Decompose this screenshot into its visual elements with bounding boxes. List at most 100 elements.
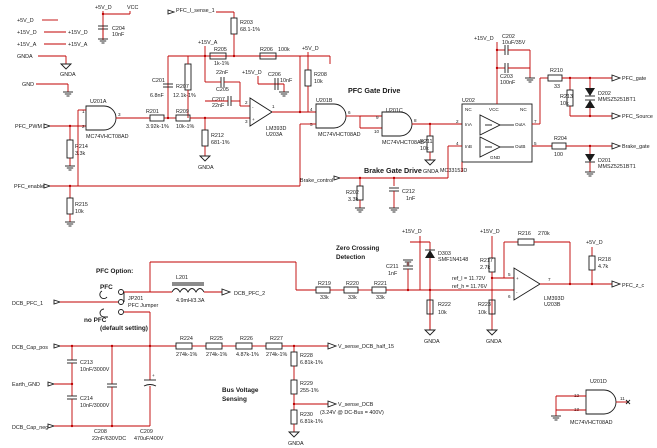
pfc-option-group: PFC Option: PFC no PFC (default setting)… xyxy=(12,261,296,346)
svg-text:+: + xyxy=(152,373,155,378)
label-c205: C205 xyxy=(216,87,229,93)
value-d202: MMSZ5251BT1 xyxy=(598,97,636,103)
net-v-sense-dcb: V_sense_DCB xyxy=(338,402,374,408)
label-r207: R207 xyxy=(176,84,189,90)
label-r211: R211 xyxy=(420,139,433,145)
value-r229: 255-1% xyxy=(300,388,319,394)
svg-text:5: 5 xyxy=(310,122,313,127)
net-15v-d-out: +15V_D xyxy=(68,30,88,36)
label-r208: R208 xyxy=(314,72,327,78)
value-r221: 33k xyxy=(376,295,385,301)
label-c206: C206 xyxy=(268,72,281,78)
value-u201c: MC74VHCT08AD xyxy=(382,140,425,146)
label-r204: R204 xyxy=(554,136,567,142)
svg-text:2: 2 xyxy=(245,100,248,105)
label-d201: D201 xyxy=(598,158,611,164)
svg-text:InA: InA xyxy=(465,122,473,127)
value-r211: 10k xyxy=(420,146,429,152)
value-c207: 22nF xyxy=(212,103,225,109)
label-r217: R217 xyxy=(480,258,493,264)
power-nets-group: +5V_D VCC C204 10nF +5V_D +15V_D +15V_D … xyxy=(17,5,138,97)
net-pfc-enable: PFC_enable xyxy=(14,184,44,190)
net-earth-gnd: Earth_GND xyxy=(12,382,40,388)
svg-text:NC: NC xyxy=(465,107,472,112)
value-u201d: MC74VHCT08AD xyxy=(570,420,613,426)
label-u201b: U201B xyxy=(316,98,333,104)
label-d303: D303 xyxy=(438,251,451,257)
value-c208: 22nF/630VDC xyxy=(92,436,126,442)
label-r214: R214 xyxy=(75,144,88,150)
value-r204: 100 xyxy=(554,152,563,158)
label-c203: C203 xyxy=(500,74,513,80)
net-dcb-pfc-1: DCB_PFC_1 xyxy=(12,301,43,307)
title-pfc-option: PFC Option: xyxy=(96,268,133,275)
value-r209: 10k-1% xyxy=(176,124,194,130)
svg-text:7: 7 xyxy=(548,277,551,282)
zero-crossing-group: Zero Crossing Detection +15V_D D303 SMF1… xyxy=(295,229,644,345)
svg-text:+: + xyxy=(516,276,519,281)
value-l201: 4.9mH/3.3A xyxy=(176,298,205,304)
value-u202: MC33153D xyxy=(440,168,467,174)
net-15v-a-r205: +15V_A xyxy=(198,40,218,46)
net-gnda-r211: GNDA xyxy=(423,169,439,175)
net-v-sense-half: V_sense_DCB_half_15 xyxy=(338,344,394,350)
svg-text:6: 6 xyxy=(508,294,511,299)
title-bus-voltage-1: Bus Voltage xyxy=(222,387,259,394)
svg-text:6: 6 xyxy=(348,110,351,115)
title-brake-gate-drive: Brake Gate Drive xyxy=(364,166,422,175)
title-zero-crossing-1: Zero Crossing xyxy=(336,245,379,252)
value-u203b: LM393D xyxy=(544,296,564,302)
net-15v-a-out: +15V_A xyxy=(68,42,88,48)
value-d303: SMF1N4148 xyxy=(438,257,468,263)
svg-text:9: 9 xyxy=(376,115,379,120)
value-r210: 33 xyxy=(554,84,560,90)
label-c208: C208 xyxy=(94,429,107,435)
value-c211: 1nF xyxy=(388,271,398,277)
label-u203b: U203B xyxy=(544,302,561,308)
value-c202: 10uF/35V xyxy=(502,40,526,46)
title-zero-crossing-2: Detection xyxy=(336,254,365,261)
ref-l-note: ref_l = 11.72V xyxy=(452,276,486,282)
net-5v-d-r208: +5V_D xyxy=(302,46,319,52)
net-vcc-top: VCC xyxy=(127,5,138,11)
label-r222: R222 xyxy=(438,302,451,308)
net-pfc-gate: PFC_gate xyxy=(622,76,646,82)
value-r226: 4.87k-1% xyxy=(236,352,259,358)
u201d-group: U201D 12 13 11 MC74VHCT08AD xyxy=(550,379,631,426)
label-c204: C204 xyxy=(112,26,125,32)
label-u201d: U201D xyxy=(590,379,607,385)
net-gnda-in: GNDA xyxy=(17,54,33,60)
svg-text:-: - xyxy=(252,105,254,110)
net-15v-a-in: +15V_A xyxy=(17,42,37,48)
net-5v-d-r218: +5V_D xyxy=(586,240,603,246)
pfc-pwm-input-group: PFC_PWM R214 3.3k U201A 1 2 3 MC74VHCT08… xyxy=(14,99,300,227)
svg-text:12: 12 xyxy=(574,393,580,398)
net-pfc-source: PFC_Source xyxy=(622,114,653,120)
label-r203: R203 xyxy=(240,20,253,26)
value-r212: 681-1% xyxy=(211,140,230,146)
label-c201: C201 xyxy=(152,78,165,84)
label-u201c: U201C xyxy=(386,108,403,114)
value-r215: 10k xyxy=(75,209,84,215)
value-r223: 10k xyxy=(478,310,487,316)
label-r210: R210 xyxy=(550,68,563,74)
label-r216: R216 xyxy=(518,231,531,237)
svg-text:5: 5 xyxy=(508,272,511,277)
label-r201: R201 xyxy=(146,109,159,115)
label-r226: R226 xyxy=(240,336,253,342)
title-pfc-gate-drive: PFC Gate Drive xyxy=(348,86,400,95)
net-15v-d-in: +15V_D xyxy=(17,30,37,36)
pfc-current-comparator-group: PFC_I_sense_1 R203 68.1-1% +15V_A R205 1… xyxy=(146,8,331,171)
label-u203a: U203A xyxy=(266,132,283,138)
v-sense-note: (3.24V @ DC-Bus = 400V) xyxy=(320,410,384,416)
value-u201a: MC74VHCT08AD xyxy=(86,134,129,140)
svg-text:OutB: OutB xyxy=(515,144,525,149)
value-c206: 10nF xyxy=(280,78,293,84)
value-u201b: MC74VHCT08AD xyxy=(318,132,361,138)
bus-voltage-sensing-group: DCB_Cap_pos C213 10nF/3000V Earth_GND C2… xyxy=(12,336,394,447)
svg-text:VCC: VCC xyxy=(489,107,499,112)
label-c202: C202 xyxy=(502,34,515,40)
value-r230: 6.81k-1% xyxy=(300,419,323,425)
value-r208: 10k xyxy=(314,79,323,85)
